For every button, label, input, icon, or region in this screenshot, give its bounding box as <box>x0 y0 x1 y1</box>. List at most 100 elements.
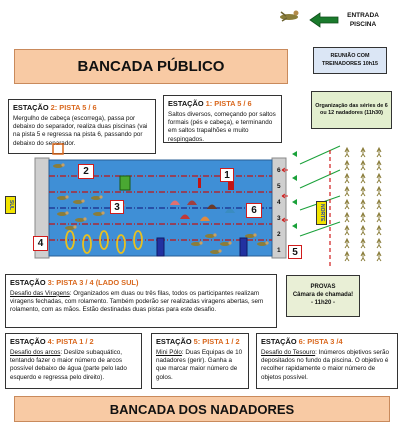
treasure-object <box>225 208 235 213</box>
waiting-swimmer <box>344 172 350 184</box>
waiting-swimmer <box>344 211 350 223</box>
station-4-subtitle: Desafio dos arcos <box>10 348 61 356</box>
norte-label: NORTE <box>316 201 327 225</box>
station-5-box: ESTAÇÃO 5: PISTA 1 / 2 Mini Pólo: Duas E… <box>151 333 249 389</box>
hoop <box>82 234 92 254</box>
swimmer-head <box>218 249 222 253</box>
waiting-swimmer <box>376 198 382 210</box>
lane-number: 6 <box>277 167 281 174</box>
marker-bar <box>198 178 201 188</box>
red-arrow <box>281 167 288 173</box>
arrow-to-pool <box>299 145 341 165</box>
waiting-swimmer <box>360 250 366 262</box>
station-5-subtitle: Mini Pólo <box>156 348 182 356</box>
waiting-swimmer <box>344 198 350 210</box>
treasure-object <box>187 200 197 205</box>
arrow-head <box>292 199 297 205</box>
waiting-swimmer <box>360 198 366 210</box>
swimmer-figure <box>53 164 63 168</box>
swimmer-figure <box>57 212 67 216</box>
waiting-swimmer <box>360 146 366 158</box>
reuniao-box: REUNIÃO COM TREINADORES 10h15 <box>313 47 387 74</box>
station-3-num: 3 <box>47 278 52 287</box>
hoop <box>133 230 143 250</box>
waiting-swimmer <box>360 237 366 249</box>
treasure-object <box>180 214 190 219</box>
station-6-pista: : PISTA 3 /4 <box>302 337 343 346</box>
bancada-publico-banner: BANCADA PÚBLICO <box>14 49 288 84</box>
swimmer-head <box>199 241 203 245</box>
station-3-label: ESTAÇÃO <box>10 278 48 287</box>
swimmer-head <box>65 195 69 199</box>
swimmer-figure <box>73 200 83 204</box>
lane-number: 4 <box>277 199 281 206</box>
station-2-box: ESTAÇÃO 2: PISTA 5 / 6 Mergulho de cabeç… <box>8 99 156 154</box>
organizacao-box: Organização das séries de 6 ou 12 nadado… <box>311 91 392 129</box>
waiting-swimmer <box>376 237 382 249</box>
waiting-swimmer <box>360 211 366 223</box>
station-2-label: ESTAÇÃO <box>13 103 51 112</box>
arrow-head <box>292 223 297 229</box>
sul-label: SUL <box>5 196 16 214</box>
station-5-num: 5 <box>193 337 198 346</box>
hoop <box>65 230 75 250</box>
waiting-swimmer <box>360 185 366 197</box>
station-2-text: Mergulho de cabeça (escorrega), passa po… <box>13 114 148 147</box>
station-1-pista: : PISTA 5 / 6 <box>209 99 252 108</box>
station-4-num: 4 <box>47 337 52 346</box>
red-arrow <box>281 217 288 223</box>
lane-number: 1 <box>277 247 281 254</box>
swimmer-head <box>65 211 69 215</box>
waiting-swimmer <box>376 250 382 262</box>
swimmer-figure <box>205 234 215 238</box>
marker-bar <box>228 176 234 190</box>
station-2-start-marker <box>52 143 64 155</box>
zone-3-marker: 3 <box>110 200 124 214</box>
zone-2-marker: 2 <box>78 164 94 179</box>
swimmer-head <box>101 211 105 215</box>
swimmer-figure <box>65 226 75 230</box>
zone-6-marker: 6 <box>246 203 262 218</box>
station-4-pista: : PISTA 1 / 2 <box>51 337 94 346</box>
station-5-text: : Duas Equipas de 10 nadadores (gerir). … <box>156 348 243 381</box>
station-6-num: 6 <box>298 337 303 346</box>
station-6-label: ESTAÇÃO <box>261 337 299 346</box>
arrow-to-pool <box>299 221 341 237</box>
station-5-pista: : PISTA 1 / 2 <box>197 337 240 346</box>
hoop <box>99 230 109 250</box>
waiting-swimmer <box>344 146 350 158</box>
swimmer-head <box>253 233 257 237</box>
station-2-num: 2 <box>50 103 55 112</box>
zone-5-marker: 5 <box>288 245 302 259</box>
goal-right <box>239 237 248 257</box>
provas-sub: Câmara de chamada! <box>292 292 354 299</box>
provas-title: PROVAS <box>310 284 336 291</box>
hoop <box>116 234 126 254</box>
waiting-swimmer <box>344 237 350 249</box>
waiting-swimmer <box>376 146 382 158</box>
swimmer-figure <box>257 242 267 246</box>
waiting-swimmer <box>360 159 366 171</box>
swimmer-head <box>81 199 85 203</box>
swimmer-head <box>73 225 77 229</box>
station-4-box: ESTAÇÃO 4: PISTA 1 / 2 Desafio dos arcos… <box>5 333 142 389</box>
station-1-text: Saltos diversos, começando por saltos fo… <box>168 110 276 143</box>
treasure-object <box>207 204 217 209</box>
lane-number: 2 <box>277 231 281 238</box>
waiting-swimmer <box>360 172 366 184</box>
station-1-label: ESTAÇÃO <box>168 99 206 108</box>
pool-diagram <box>0 140 401 268</box>
waiting-swimmer <box>344 224 350 236</box>
swimmer-head <box>228 241 232 245</box>
station-1-num: 1 <box>205 99 210 108</box>
swimmer-head <box>83 217 87 221</box>
station-3-subtitle: Desafio das Viragens <box>10 289 70 297</box>
provas-time: - 11h20 - <box>310 299 335 306</box>
station-2-pista: : PISTA 5 / 6 <box>54 103 97 112</box>
swimmer-head <box>99 195 103 199</box>
swimmer-head <box>265 241 269 245</box>
swimmer-figure <box>245 234 255 238</box>
arrow-head <box>292 151 297 157</box>
station-6-box: ESTAÇÃO 6: PISTA 3 /4 Desafio do Tesouro… <box>256 333 398 389</box>
waiting-swimmer <box>376 172 382 184</box>
